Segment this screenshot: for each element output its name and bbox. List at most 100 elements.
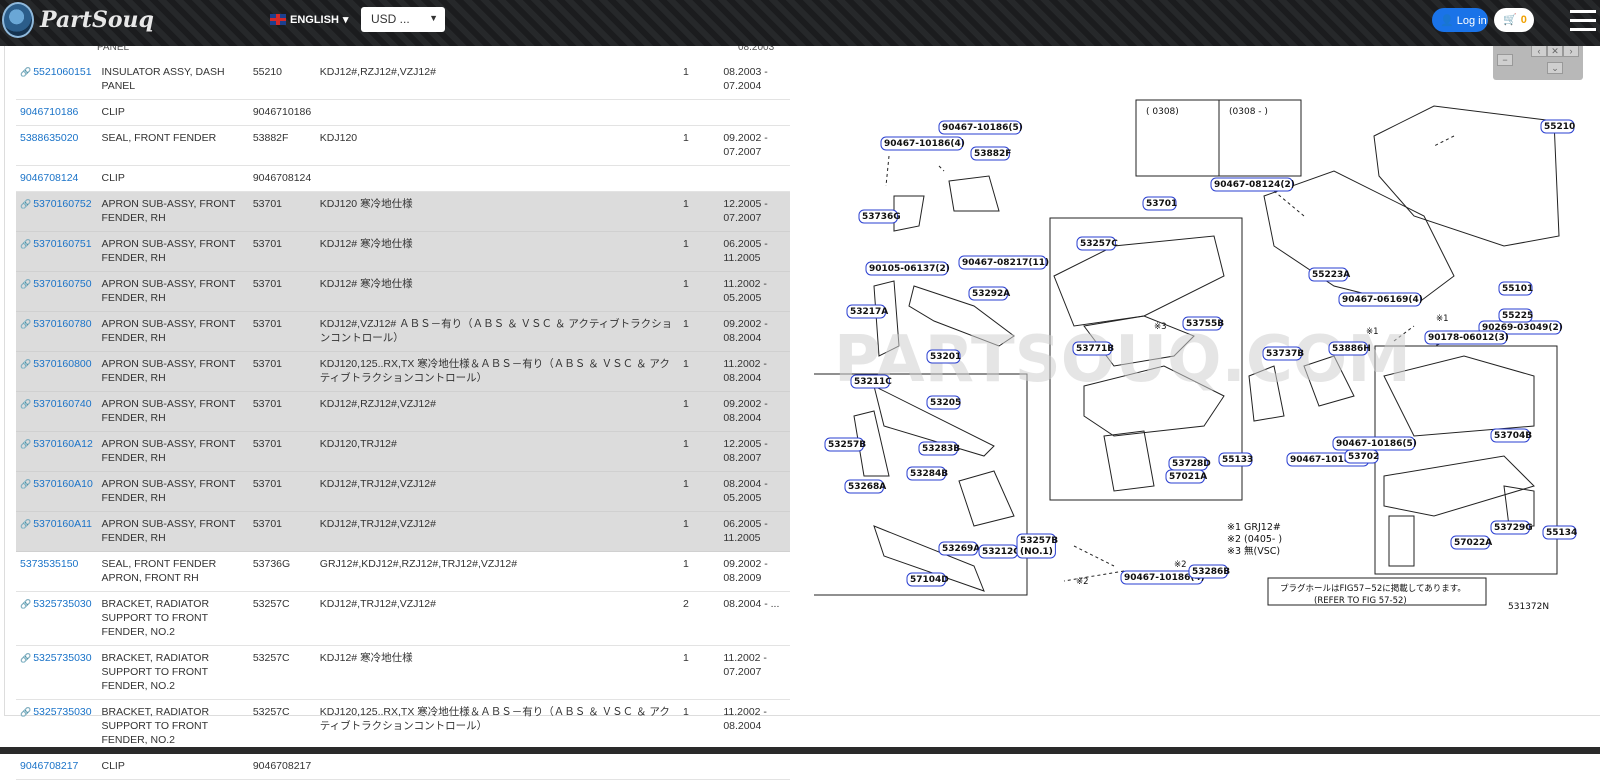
language-selector[interactable]: ENGLISH ▾ <box>270 13 348 26</box>
parts-diagram[interactable]: PARTSOUQ.COM 90467-10186(5)90467-10186(4… <box>814 96 1584 641</box>
pan-right-button[interactable]: › <box>1563 45 1579 57</box>
callout-label[interactable]: 90467-06169(4) <box>1342 295 1423 305</box>
callout-label[interactable]: 90467-10186(5) <box>1336 439 1417 449</box>
part-number-link-cell[interactable]: 🔗5370160780 <box>16 311 98 352</box>
callout-label[interactable]: 53257B <box>828 440 866 450</box>
part-number-link[interactable]: 5370160751 <box>33 238 92 250</box>
callout-label[interactable]: 90467-10186(5) <box>942 123 1023 133</box>
part-number-link[interactable]: 9046708217 <box>20 760 79 772</box>
part-number-link-cell[interactable]: 🔗5370160800 <box>16 351 98 392</box>
part-number-link[interactable]: 5370160780 <box>33 318 92 330</box>
callout-label[interactable]: 57021A <box>1169 472 1207 482</box>
part-number-link[interactable]: 5373535150 <box>20 558 79 570</box>
callout-label[interactable]: 55134 <box>1546 528 1577 538</box>
callout-label[interactable]: 53257C <box>1080 239 1118 249</box>
callout-label[interactable]: 53292A <box>972 289 1010 299</box>
callout-label[interactable]: 90178-06012(3) <box>1428 333 1509 343</box>
callout-label[interactable]: 53704B <box>1494 431 1532 441</box>
part-number-link-cell[interactable]: 🔗5521060151 <box>16 60 98 100</box>
part-number-link-cell[interactable]: 🔗5325735030 <box>16 699 98 754</box>
callout-label[interactable]: 53212C <box>982 547 1020 557</box>
callout-label[interactable]: 53702 <box>1348 452 1379 462</box>
callout-label[interactable]: 53283B <box>922 444 960 454</box>
callout-label[interactable]: 90269-03049(2) <box>1482 323 1563 333</box>
part-number-link-cell[interactable]: 🔗5325735030 <box>16 645 98 700</box>
callout-label[interactable]: 90467-10186(4) <box>1124 573 1205 583</box>
callout-label[interactable]: 55210 <box>1544 122 1575 132</box>
callout-label[interactable]: 53737B <box>1266 349 1304 359</box>
hamburger-menu-icon[interactable] <box>1570 10 1596 32</box>
part-number-link-cell[interactable]: 🔗5370160750 <box>16 271 98 312</box>
callout-label[interactable]: 53284B <box>910 469 948 479</box>
part-number-link-cell[interactable]: 🔗5370160A11 <box>16 511 98 552</box>
part-number-link-cell[interactable]: 🔗5370160751 <box>16 231 98 272</box>
callout-label[interactable]: 55225 <box>1502 311 1533 321</box>
part-number-link[interactable]: 5370160740 <box>33 398 92 410</box>
part-number-link[interactable]: 5325735030 <box>33 598 92 610</box>
part-number-link-cell[interactable]: 9046708217 <box>16 753 98 780</box>
callout-label[interactable]: 53211C <box>854 377 892 387</box>
reset-view-button[interactable]: ✕ <box>1547 45 1563 57</box>
part-number-link-cell[interactable]: 5373535150 <box>16 551 98 592</box>
callout-label[interactable]: 90467-08124(2) <box>1214 180 1295 190</box>
callout-label[interactable]: 53217A <box>850 307 888 317</box>
callout-label[interactable]: 90105-06137(2) <box>869 264 950 274</box>
cart-button[interactable]: 🛒0 <box>1494 8 1534 32</box>
part-number-link[interactable]: 5370160800 <box>33 358 92 370</box>
callout-label[interactable]: 55101 <box>1502 284 1533 294</box>
callout-label[interactable]: 53771B <box>1076 344 1114 354</box>
callout-label[interactable]: 90467-10186(4) <box>884 139 965 149</box>
part-number-link-cell[interactable]: 🔗5370160740 <box>16 391 98 432</box>
part-number-link[interactable]: 5370160A12 <box>33 438 93 450</box>
part-number-link[interactable]: 5370160A10 <box>33 478 93 490</box>
part-number-link[interactable]: 5370160A11 <box>33 518 92 530</box>
part-number-link[interactable]: 5388635020 <box>20 132 79 144</box>
callout-label[interactable]: 90467-08217(11) <box>962 258 1049 268</box>
part-number-link-cell[interactable]: 5388635020 <box>16 125 98 166</box>
callout-label[interactable]: 53729G <box>1494 523 1533 533</box>
part-number-link[interactable]: 5370160752 <box>33 198 92 210</box>
callout-label[interactable]: 53257B <box>1020 536 1058 546</box>
callout-label[interactable]: 53728D <box>1172 459 1211 469</box>
callout-label[interactable]: 53268A <box>848 482 886 492</box>
callout-label[interactable]: 57022A <box>1454 538 1492 548</box>
part-number-link[interactable]: 5325735030 <box>33 706 92 718</box>
pan-down-button[interactable]: ⌄ <box>1547 62 1563 74</box>
callout-label[interactable]: 57104D <box>910 575 949 585</box>
part-number-link-cell[interactable]: 🔗5370160752 <box>16 191 98 232</box>
callout-label[interactable]: 53736G <box>862 212 901 222</box>
callout-label[interactable]: 53205 <box>930 398 961 408</box>
callout-label[interactable]: 53755B <box>1186 319 1224 329</box>
callout-label[interactable]: 55223A <box>1312 270 1350 280</box>
callout-label[interactable]: 90467-10186(5) <box>1290 455 1371 465</box>
part-number-link[interactable]: 5325735030 <box>33 652 92 664</box>
pan-left-button[interactable]: ‹ <box>1531 45 1547 57</box>
part-number-link[interactable]: 5370160750 <box>33 278 92 290</box>
callout-label[interactable]: 53201 <box>930 352 961 362</box>
callout-label[interactable]: 53886H <box>1332 344 1371 354</box>
part-number-link-cell[interactable]: 9046708124 <box>16 165 98 192</box>
callout-label[interactable]: 53286B <box>1192 567 1230 577</box>
part-number-link-cell[interactable]: 9046710186 <box>16 99 98 126</box>
part-number-link[interactable]: 9046708124 <box>20 172 79 184</box>
part-number-link[interactable]: 9046710186 <box>20 106 79 118</box>
callout-label[interactable]: (NO.1) <box>1020 547 1053 557</box>
callout-label[interactable]: 53269A <box>942 544 980 554</box>
currency-select[interactable]: USD ... ▼ <box>361 7 445 32</box>
part-number-link-cell[interactable]: 🔗5370160A10 <box>16 471 98 512</box>
callout-label[interactable]: 53882F <box>974 149 1011 159</box>
callout-label[interactable]: 53701 <box>1146 199 1177 209</box>
